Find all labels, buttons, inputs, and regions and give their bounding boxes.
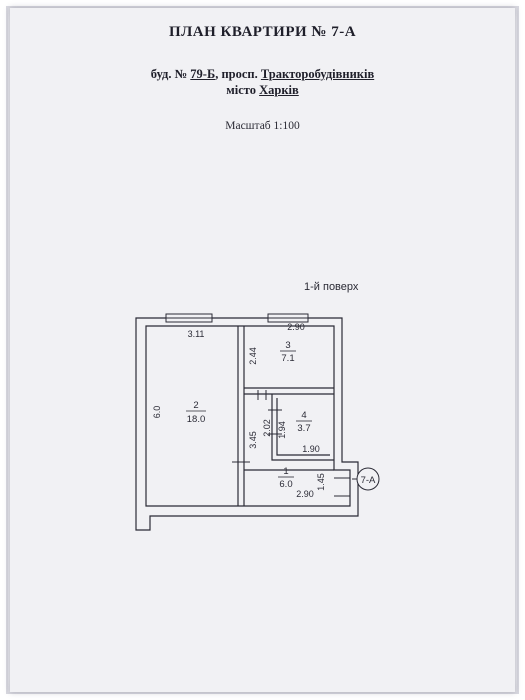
room-2-number: 2: [193, 400, 198, 411]
windows: [165, 313, 309, 323]
dim-room4-width: 1.90: [302, 444, 320, 454]
room-2-area: 18.0: [187, 414, 206, 425]
room-1-label: 1 6.0: [278, 466, 294, 490]
dim-room4-height-outer: 2.02: [262, 419, 272, 437]
scale-label: Масштаб 1:100: [225, 120, 300, 132]
room-1-number: 1: [283, 466, 288, 477]
room-3-label: 3 7.1: [280, 340, 296, 364]
room-3-number: 3: [285, 340, 290, 351]
floor-label: 1-й поверх: [304, 281, 359, 293]
room-4-label: 4 3.7: [296, 410, 312, 434]
document-sheet: [10, 8, 515, 692]
dim-room2-width: 3.11: [188, 329, 205, 339]
partition-room3: [244, 387, 334, 395]
address-city: Харків: [259, 83, 299, 97]
plan-walls: [135, 317, 359, 531]
address-building: 79-Б: [190, 67, 216, 81]
apartment-tag-circle: [356, 467, 380, 491]
dim-room3-height: 2.44: [248, 347, 258, 365]
partition-room4: [271, 394, 334, 461]
apartment-tag: 7-А: [361, 475, 376, 486]
dim-room3-width: 2.90: [287, 322, 305, 332]
room-2-label: 2 18.0: [186, 400, 206, 425]
room-3-area: 7.1: [281, 353, 294, 364]
partition-main: [237, 326, 245, 506]
address-line-1: буд. № 79-Б, просп. Тракторобудівників: [0, 66, 525, 82]
address-city-prefix: місто: [226, 83, 260, 97]
outer-wall-outline: [135, 317, 359, 531]
address-building-prefix: буд. №: [150, 67, 191, 81]
room-4-number: 4: [301, 410, 306, 421]
address-street: Тракторобудівників: [260, 67, 375, 81]
dim-corridor-height: 3.45: [248, 431, 258, 449]
room-4-area: 3.7: [297, 423, 310, 434]
inner-wall-outline: [145, 325, 351, 507]
dim-room4-height-inner: 1.94: [277, 421, 287, 439]
dim-room1-height: 1.45: [316, 473, 326, 491]
dim-room1-width: 2.90: [296, 489, 314, 499]
door-marks: [232, 390, 350, 497]
document-title: ПЛАН КВАРТИРИ № 7-А: [168, 24, 357, 40]
dim-room2-height: 6.0: [152, 406, 162, 419]
room-1-area: 6.0: [279, 479, 292, 490]
address-line-2: місто Харків: [0, 82, 525, 98]
address-block: буд. № 79-Б, просп. Тракторобудівників м…: [0, 66, 525, 98]
address-street-prefix: , просп.: [215, 67, 261, 81]
